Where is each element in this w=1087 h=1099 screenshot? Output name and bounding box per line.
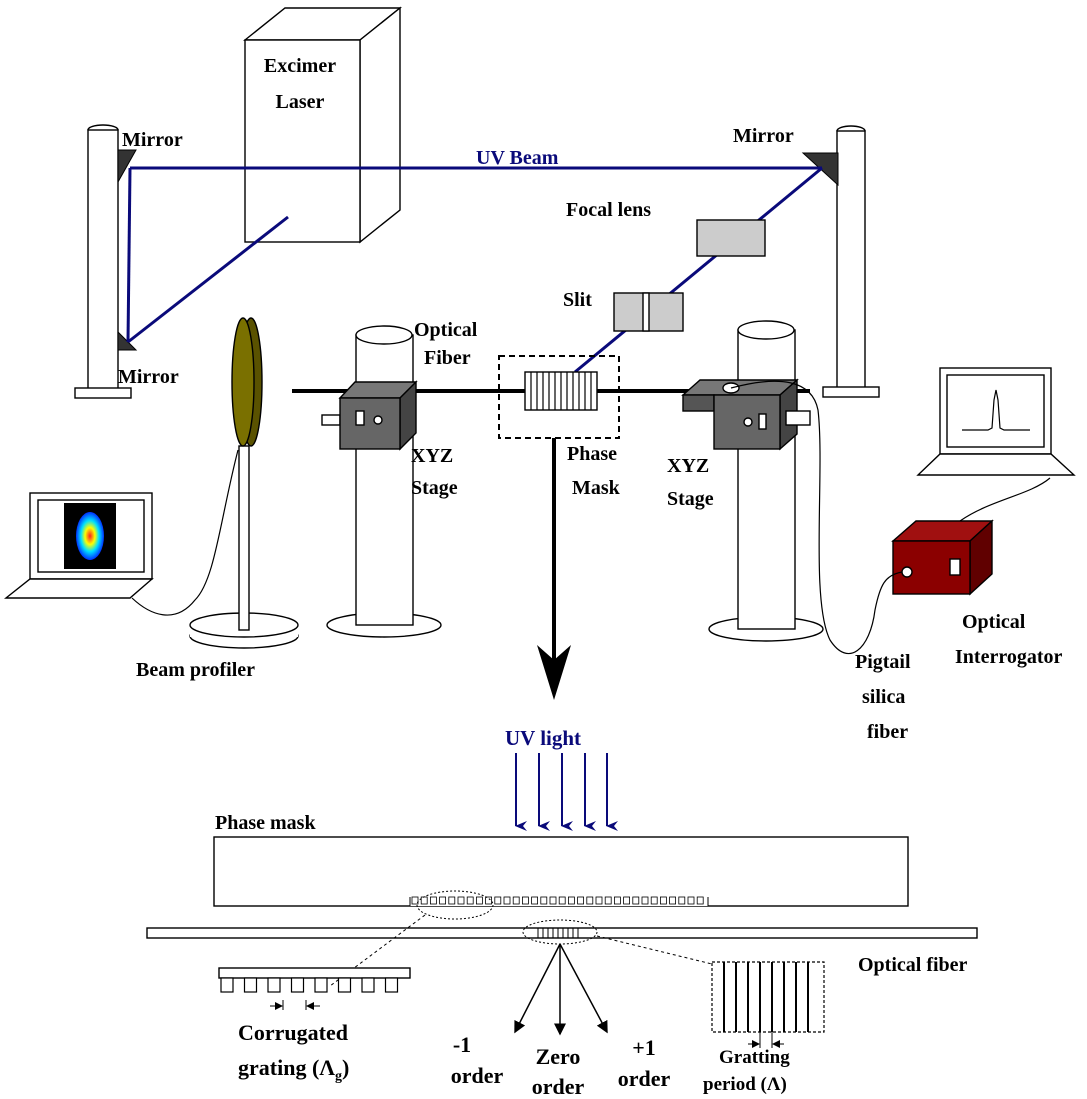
- phase-mask-label-2: Mask: [572, 477, 621, 499]
- corrugation-tooth: [495, 897, 501, 904]
- minus1-order-label-1: -1: [453, 1032, 471, 1057]
- corrugation-tooth: [688, 897, 694, 904]
- optical-interrogator: [893, 521, 992, 594]
- pigtail-label-3: fiber: [867, 721, 908, 743]
- uv-light-label: UV light: [505, 726, 581, 750]
- uv-light-arrows: [516, 753, 607, 826]
- optical-fiber-bottom-label: Optical fiber: [858, 954, 968, 976]
- corrugation-tooth: [587, 897, 593, 904]
- corrugation-tooth: [670, 897, 676, 904]
- mirror-label-bottom-left: Mirror: [118, 366, 179, 388]
- corrugation-tooth: [504, 897, 510, 904]
- phase-mask-top: [525, 372, 597, 410]
- interrogator-label-2: Interrogator: [955, 646, 1062, 668]
- beam-profiler-label: Beam profiler: [136, 659, 255, 681]
- corrugation-tooth: [532, 897, 538, 904]
- corrugation-tooth: [440, 897, 446, 904]
- corrugation-tooth: [421, 897, 427, 904]
- mirror-label-top-left: Mirror: [122, 129, 183, 151]
- uv-beam-path: [128, 168, 822, 372]
- phase-mask-label-1: Phase: [567, 443, 617, 465]
- corrugated-tooth: [339, 978, 351, 992]
- corrugation-tooth: [624, 897, 630, 904]
- corrugation-tooth: [486, 897, 492, 904]
- xyz-stage-right-label-2: Stage: [667, 488, 714, 510]
- diffraction-order-arrows: [515, 944, 607, 1034]
- corrugation-tooth: [541, 897, 547, 904]
- xyz-stage-right-label-1: XYZ: [667, 455, 709, 477]
- minus1-order-label-2: order: [451, 1063, 504, 1088]
- interrogator-cable: [960, 478, 1050, 521]
- corrugated-tooth: [362, 978, 374, 992]
- corrugation-tooth: [458, 897, 464, 904]
- beam-profiler: [190, 318, 298, 648]
- focal-lens: [697, 220, 765, 256]
- pigtail-label-2: silica: [862, 686, 905, 708]
- corrugated-tooth: [221, 978, 233, 992]
- xyz-stage-right: [683, 380, 810, 449]
- mirror-label-top-right: Mirror: [733, 125, 794, 147]
- interrogator-label-1: Optical: [962, 611, 1026, 633]
- corrugation-tooth: [412, 897, 418, 904]
- xyz-stage-left-label-2: Stage: [411, 477, 458, 499]
- corrugated-tooth: [245, 978, 257, 992]
- focal-lens-label: Focal lens: [566, 199, 651, 221]
- corrugation-tooth: [430, 897, 436, 904]
- corrugation-tooth: [550, 897, 556, 904]
- excimer-laser: [245, 8, 400, 242]
- corrugation-tooth: [614, 897, 620, 904]
- corrugation-tooth: [596, 897, 602, 904]
- corrugation-tooth: [679, 897, 685, 904]
- corrugation-tooth: [522, 897, 528, 904]
- corrugated-tooth: [386, 978, 398, 992]
- xyz-stage-left-label-1: XYZ: [411, 445, 453, 467]
- corrugated-label-1: Corrugated: [238, 1020, 348, 1045]
- grating-period-label-2: period (Λ): [703, 1074, 787, 1095]
- corrugation-tooth: [513, 897, 519, 904]
- plus1-order-label-1: +1: [632, 1035, 656, 1060]
- zero-order-label-2: order: [532, 1074, 585, 1099]
- corrugation-tooth: [651, 897, 657, 904]
- grating-period-label-1: Gratting: [719, 1047, 790, 1068]
- corrugation-tooth: [476, 897, 482, 904]
- mirror-top-left: [118, 150, 136, 182]
- corrugated-grating-detail: [219, 968, 410, 1010]
- phase-mask-bottom-label: Phase mask: [215, 812, 316, 834]
- corrugation-tooth: [449, 897, 455, 904]
- corrugated-label-2: grating (Λg): [238, 1055, 349, 1084]
- optical-fiber-label-2: Fiber: [424, 347, 471, 369]
- grating-leader: [597, 936, 712, 964]
- phase-mask-bottom: [214, 837, 908, 906]
- corrugation-tooth: [578, 897, 584, 904]
- corrugation-tooth: [605, 897, 611, 904]
- excimer-label-1: Excimer: [264, 55, 336, 77]
- slit: [614, 293, 683, 331]
- optical-fiber-label-1: Optical: [414, 319, 478, 341]
- corrugation-tooth: [642, 897, 648, 904]
- corrugation-tooth: [660, 897, 666, 904]
- grating-period-detail: [712, 962, 824, 1048]
- corrugation-tooth: [568, 897, 574, 904]
- right-stage-column: [709, 321, 823, 641]
- laptop-icon: [918, 368, 1074, 475]
- corrugated-tooth: [268, 978, 280, 992]
- optical-fiber-bottom: [147, 928, 977, 938]
- plus1-order-label-2: order: [618, 1066, 671, 1091]
- pigtail-label-1: Pigtail: [855, 651, 911, 673]
- corrugation-tooth: [697, 897, 703, 904]
- corrugation-tooth: [467, 897, 473, 904]
- beam-profile-image-icon: [64, 503, 116, 569]
- corrugation-tooth: [633, 897, 639, 904]
- corrugation-tooth: [559, 897, 565, 904]
- corrugated-tooth: [315, 978, 327, 992]
- slit-label: Slit: [563, 289, 592, 311]
- uv-beam-label: UV Beam: [476, 147, 559, 169]
- zero-order-label-1: Zero: [536, 1044, 581, 1069]
- corrugated-tooth: [292, 978, 304, 992]
- excimer-label-2: Laser: [276, 91, 325, 113]
